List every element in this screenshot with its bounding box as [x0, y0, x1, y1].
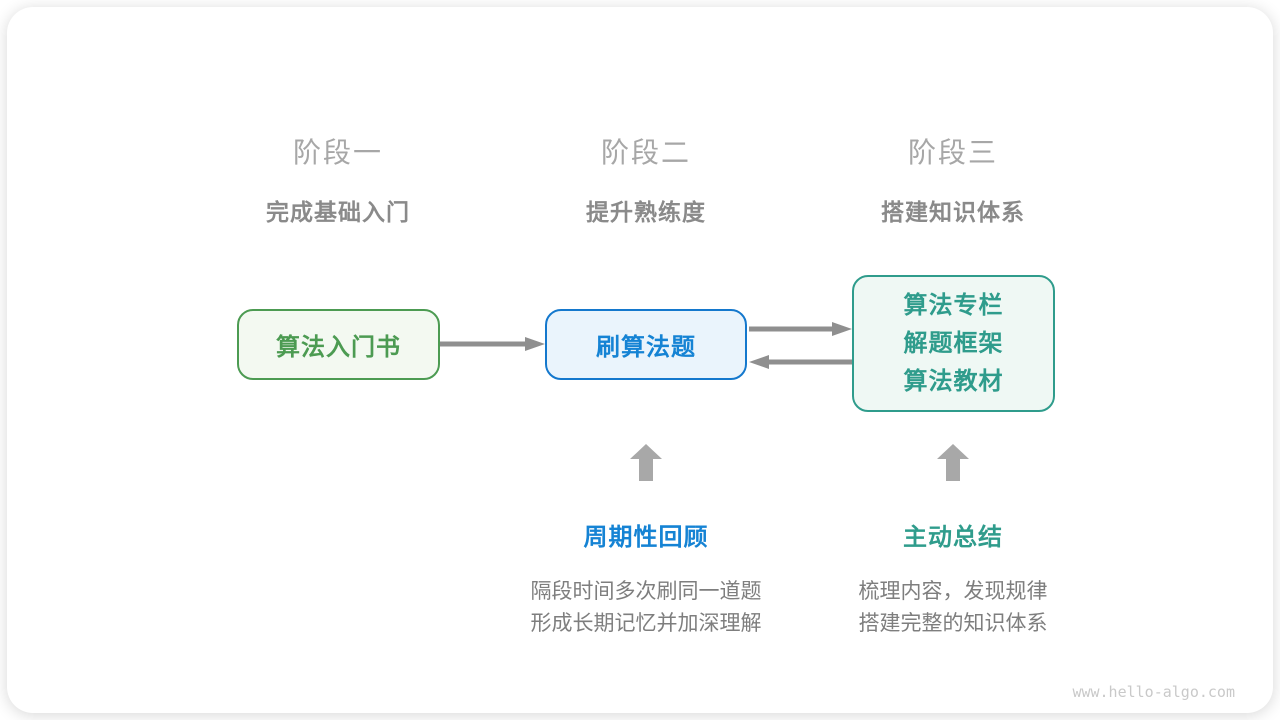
node-knowledge-line-3: 算法教材 — [903, 367, 1004, 395]
desc-line: 梳理内容，发现规律 — [858, 580, 1048, 603]
arrow-left-icon — [749, 354, 852, 370]
stage-3-title: 阶段三 — [907, 137, 998, 168]
stage-1-header: 阶段一 完成基础入门 — [266, 131, 410, 227]
arrow-up-icon — [936, 444, 970, 481]
annotation-active-summary-title: 主动总结 — [903, 524, 1003, 551]
annotation-active-summary: 主动总结 梳理内容，发现规律 搭建完整的知识体系 — [859, 517, 1048, 640]
annotation-periodic-review-desc: 隔段时间多次刷同一道题 形成长期记忆并加深理解 — [531, 576, 762, 640]
annotation-active-summary-desc: 梳理内容，发现规律 搭建完整的知识体系 — [859, 576, 1048, 640]
node-practice-problems-label: 刷算法题 — [596, 334, 696, 361]
stage-2-title: 阶段二 — [600, 137, 691, 168]
arrow-up-icon — [629, 444, 663, 481]
node-knowledge-sources: 算法专栏 解题框架 算法教材 — [852, 275, 1055, 412]
desc-line: 形成长期记忆并加深理解 — [530, 612, 762, 635]
stage-3-subtitle: 搭建知识体系 — [881, 199, 1025, 225]
node-practice-problems: 刷算法题 — [545, 309, 747, 380]
node-intro-book-label: 算法入门书 — [276, 334, 401, 361]
arrow-right-icon — [440, 336, 545, 352]
node-knowledge-line-1: 算法专栏 — [903, 291, 1004, 319]
node-intro-book: 算法入门书 — [237, 309, 440, 380]
watermark: www.hello-algo.com — [1072, 683, 1235, 701]
arrow-right-icon — [749, 321, 852, 337]
stage-1-title: 阶段一 — [292, 137, 383, 168]
diagram-canvas: 阶段一 完成基础入门 阶段二 提升熟练度 阶段三 搭建知识体系 算法入门书 刷算… — [7, 7, 1273, 713]
stage-2-header: 阶段二 提升熟练度 — [586, 131, 706, 227]
node-knowledge-line-2: 解题框架 — [903, 329, 1004, 357]
annotation-periodic-review-title: 周期性回顾 — [583, 524, 709, 551]
stage-1-subtitle: 完成基础入门 — [266, 199, 410, 225]
desc-line: 搭建完整的知识体系 — [858, 612, 1048, 635]
stage-3-header: 阶段三 搭建知识体系 — [881, 131, 1025, 227]
stage-2-subtitle: 提升熟练度 — [586, 199, 706, 225]
desc-line: 隔段时间多次刷同一道题 — [530, 580, 762, 603]
annotation-periodic-review: 周期性回顾 隔段时间多次刷同一道题 形成长期记忆并加深理解 — [531, 517, 762, 640]
